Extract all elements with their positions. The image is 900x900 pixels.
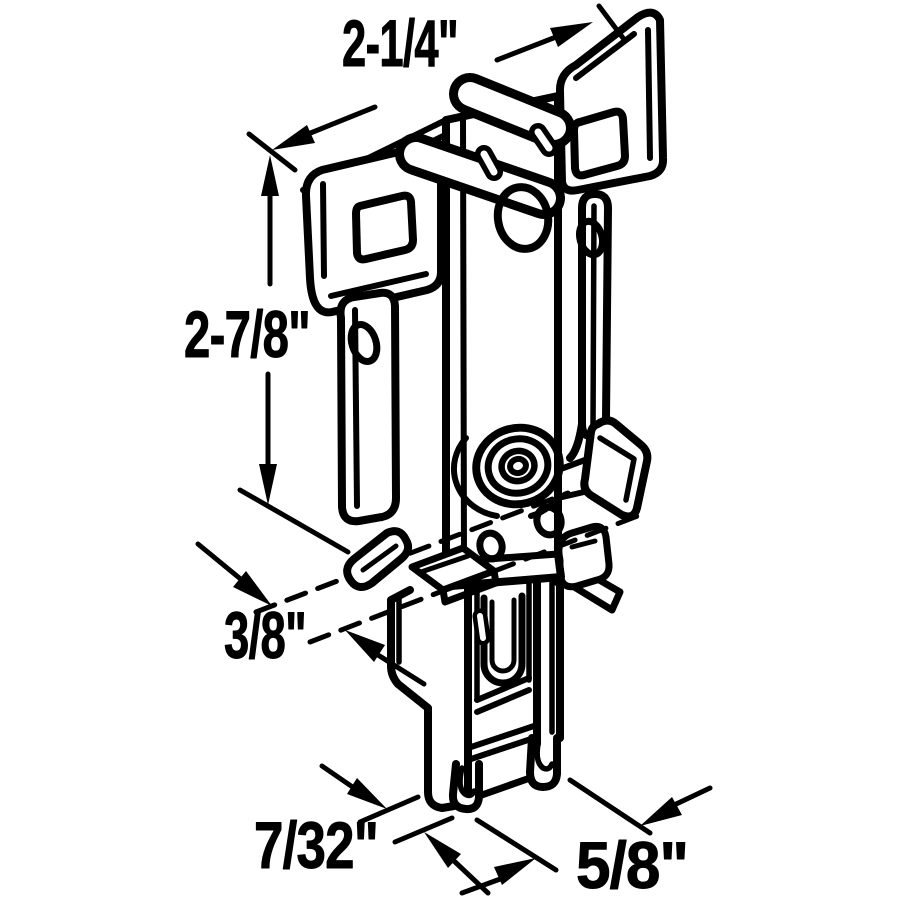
left-foot: [448, 760, 483, 814]
roller-wheel: [450, 423, 564, 519]
dim-label-bottom-depth: 5/8": [576, 828, 688, 900]
u-slot-outer: [480, 592, 526, 687]
dim-mid-offset: 3/8": [195, 541, 427, 687]
arrowhead-upper: [233, 571, 272, 606]
top-right-hook: [555, 8, 668, 195]
housing-left-wall: [387, 586, 458, 812]
arrowhead-right: [550, 22, 593, 47]
dim-left-height: 2-7/8": [184, 155, 351, 555]
lower-small-hole-right: [533, 503, 565, 539]
dim-label-bottom-foot: 7/32": [254, 808, 378, 882]
foot-blade: [343, 527, 500, 606]
arrowhead-left: [494, 858, 536, 885]
housing-cross-braces: [465, 675, 540, 763]
arrowhead-lower: [345, 630, 385, 662]
arrowhead-lower: [424, 832, 461, 868]
part-drawing: [253, 8, 668, 814]
left-side-rail: [336, 288, 400, 526]
dim-bottom-depth: 5/8": [459, 777, 713, 900]
dim-ticks: [246, 3, 626, 173]
extension-line: [237, 487, 351, 555]
plate-details: [395, 73, 575, 563]
right-rail-oblong-hole: [575, 217, 607, 259]
upper-round-hole: [493, 183, 553, 253]
dim-label-left-height: 2-7/8": [184, 297, 310, 371]
dim-bottom-foot: 7/32": [254, 763, 491, 896]
dim-label-mid-offset: 3/8": [224, 598, 306, 672]
arrowhead-right: [640, 797, 682, 826]
dimension-annotations: 2-1/4" 2-7/8" 3/8" 7/32": [184, 3, 713, 900]
side-spring-clip: [555, 416, 652, 521]
arrowhead-left: [272, 125, 315, 150]
arrowhead-up: [261, 155, 279, 196]
dim-ticks: [357, 794, 455, 845]
dim-label-top-width: 2-1/4": [342, 6, 458, 80]
latch-tab: [555, 523, 613, 591]
arrowhead-down: [259, 464, 277, 505]
left-hook-square-hole: [352, 191, 417, 264]
lower-small-hole-left: [476, 529, 506, 563]
u-slot-inner: [489, 597, 517, 674]
dim-top-width: 2-1/4": [246, 3, 626, 173]
arrowhead-upper: [347, 778, 387, 809]
left-rail-oblong-hole: [347, 321, 381, 365]
extension-lines: [474, 777, 653, 873]
